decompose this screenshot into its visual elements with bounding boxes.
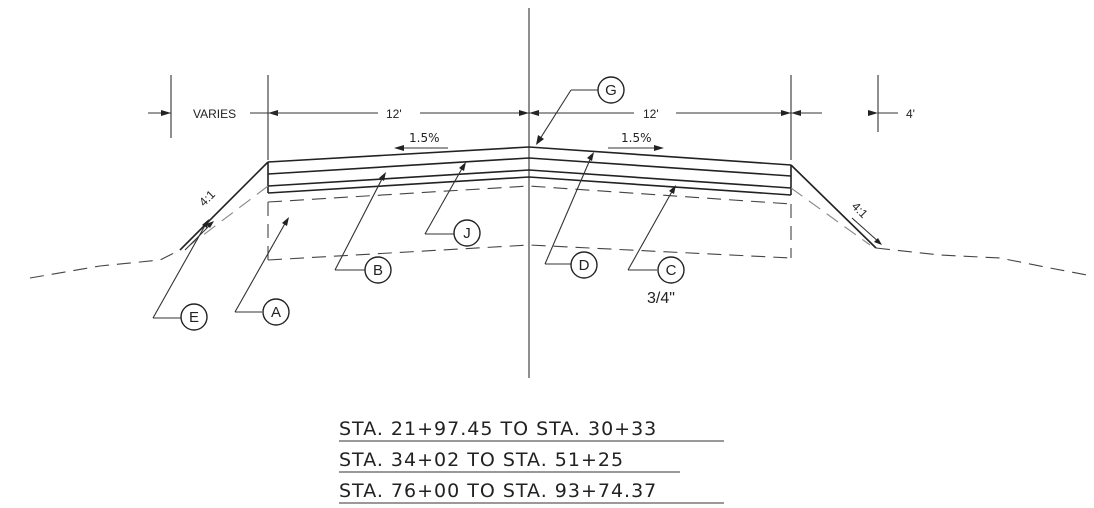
callout-j: J (453, 219, 481, 247)
dim-varies-label: VARIES (193, 107, 236, 121)
side-slope-right (790, 164, 877, 249)
c-thickness-note: 3/4" (647, 290, 675, 307)
pavement-top-surface (267, 146, 792, 166)
callout-a-leader (234, 217, 289, 313)
svg-text:D: D (579, 257, 590, 274)
svg-text:E: E (189, 309, 199, 326)
callout-j-leader (424, 162, 466, 235)
callout-a: A (262, 298, 290, 326)
svg-text:G: G (605, 82, 617, 99)
shoulder-slope-left-dashed (189, 185, 269, 246)
callout-b: B (364, 256, 392, 284)
station-range-3: STA. 76+00 TO STA. 93+74.37 (339, 480, 657, 502)
callout-b-leader (334, 172, 386, 271)
callout-g: G (597, 76, 625, 104)
existing-ground-left (29, 249, 181, 279)
svg-text:J: J (463, 225, 471, 242)
slope-left-label: 4:1 (196, 187, 218, 209)
svg-text:C: C (666, 262, 677, 279)
callout-e-leader (152, 219, 209, 319)
grade-left-label: 1.5% (409, 131, 440, 145)
existing-ground-right (875, 247, 1093, 277)
dim-left-lane-label: 12' (386, 107, 402, 121)
pavement-layer-2 (267, 157, 792, 177)
dim-shoulder-label: 4' (906, 107, 915, 121)
grade-left-arrow (394, 145, 448, 151)
callout-d: D (570, 251, 598, 279)
pavement-layer-4 (267, 176, 792, 196)
dimension-line (148, 110, 898, 116)
grade-right-arrow (608, 145, 664, 151)
callout-c-leader (627, 185, 676, 271)
callout-d-leader (544, 152, 594, 265)
dim-right-lane-label: 12' (643, 107, 659, 121)
svg-text:B: B (373, 262, 383, 279)
station-range-2: STA. 34+02 TO STA. 51+25 (339, 449, 624, 471)
callout-e: E (180, 303, 208, 331)
callout-g-leader (536, 89, 598, 145)
grade-right-label: 1.5% (621, 131, 652, 145)
station-range-1: STA. 21+97.45 TO STA. 30+33 (339, 418, 657, 440)
side-slope-left (179, 161, 269, 251)
pavement-layer-3 (267, 169, 792, 189)
slope-right-arrow (851, 217, 882, 245)
shoulder-slope-right-dashed (790, 187, 871, 246)
svg-text:A: A (271, 304, 281, 321)
callout-c: C (657, 256, 685, 284)
